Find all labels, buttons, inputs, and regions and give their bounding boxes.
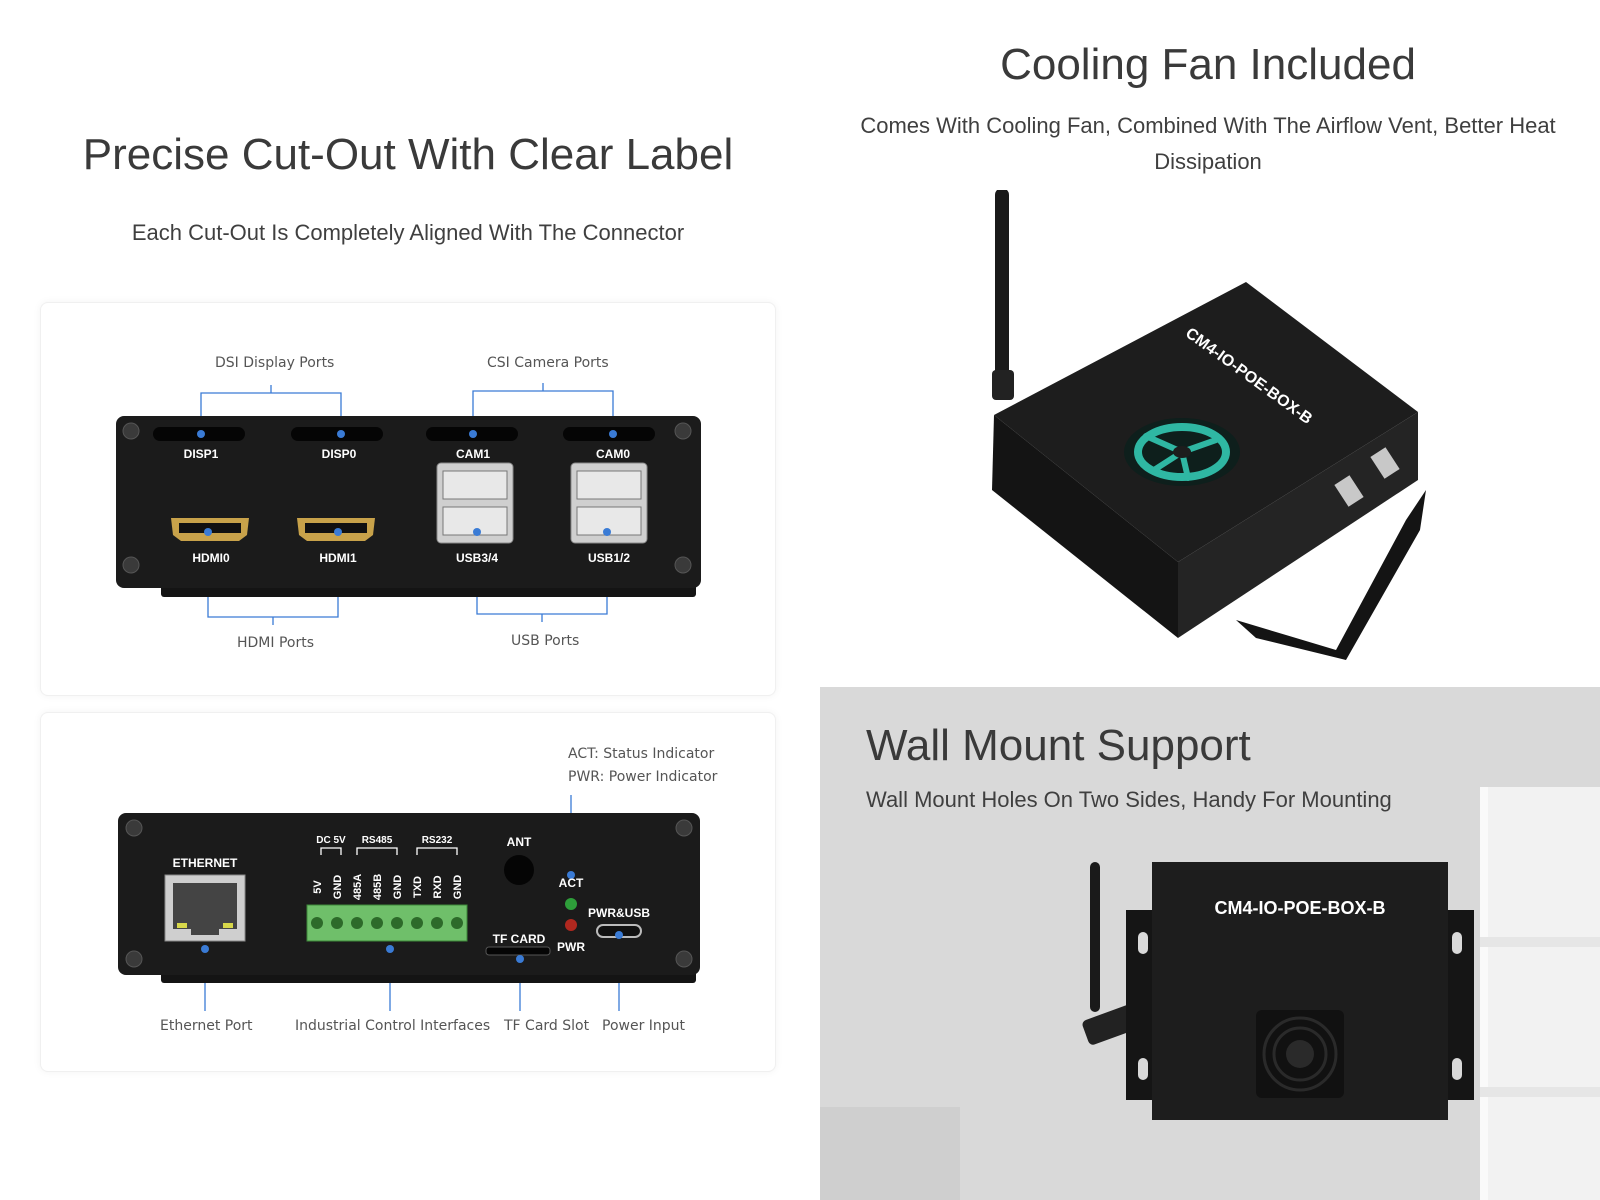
label-rs232: RS232 — [422, 835, 453, 846]
wall-mount-subtitle: Wall Mount Holes On Two Sides, Handy For… — [866, 787, 1392, 812]
label-hdmi1: HDMI1 — [319, 551, 357, 565]
label-usb34: USB3/4 — [456, 551, 498, 565]
label-pwrusb: PWR&USB — [588, 906, 650, 920]
callout-tf: TF Card Slot — [504, 1018, 590, 1034]
label-hdmi0: HDMI0 — [192, 551, 230, 565]
side-usb-ports — [1334, 447, 1400, 507]
pin-label-5v: 5V — [312, 880, 324, 894]
pin-label-gnd: GND — [332, 875, 344, 900]
wall-device-label: CM4-IO-POE-BOX-B — [1215, 898, 1386, 918]
wall-fan-icon — [1256, 1010, 1344, 1098]
front-panel-device: DISP1 DISP0 CAM1 CAM0 HDMI0 HDMI1 USB3/4… — [116, 383, 701, 625]
front-panel-card: DSI Display Ports CSI Camera Ports HDMI … — [40, 302, 776, 696]
label-tfcard: TF CARD — [493, 932, 546, 946]
tf-card-slot — [485, 946, 551, 956]
pin-label-rxd: RXD — [432, 875, 444, 898]
antenna-base — [992, 370, 1014, 400]
pin-group-brackets — [320, 847, 458, 855]
callout-dsi: DSI Display Ports — [215, 355, 335, 371]
wall-antenna-joint — [1082, 1004, 1140, 1045]
callout-industrial: Industrial Control Interfaces — [295, 1018, 491, 1034]
front-leader-dots — [197, 430, 617, 438]
fan-device-image: CM4-IO-POE-BOX-B — [992, 190, 1426, 660]
callout-act: ACT: Status Indicator — [568, 746, 715, 762]
rear-panel-card: ACT: Status Indicator PWR: Power Indicat… — [40, 712, 776, 1072]
rear-enclosure — [118, 813, 700, 975]
front-screws — [122, 422, 692, 574]
terminal-screws — [311, 917, 463, 929]
label-cam0: CAM0 — [596, 447, 630, 461]
pwr-led — [565, 919, 577, 931]
wall-mount-title: Wall Mount Support — [866, 721, 1251, 770]
callout-hdmi: HDMI Ports — [237, 635, 315, 651]
label-pwr: PWR — [557, 940, 585, 954]
pin-label-485b: 485B — [372, 874, 384, 900]
wall-mounted-device: CM4-IO-POE-BOX-B — [1082, 862, 1474, 1120]
front-face — [992, 415, 1178, 638]
callout-csi: CSI Camera Ports — [487, 355, 609, 371]
label-ethernet: ETHERNET — [173, 856, 238, 870]
act-led — [565, 898, 577, 910]
callout-usb: USB Ports — [511, 633, 580, 649]
label-disp0: DISP0 — [322, 447, 357, 461]
pin-label-txd: TXD — [412, 876, 424, 898]
label-ant: ANT — [507, 835, 532, 849]
pin-label-gnd-2: GND — [392, 875, 404, 900]
mount-ear — [1236, 490, 1426, 660]
front-bottom-dots — [204, 528, 611, 536]
shelf-board — [1480, 937, 1600, 947]
label-rs485: RS485 — [362, 835, 393, 846]
wall-mount-section: Wall Mount Support Wall Mount Holes On T… — [820, 687, 1600, 1200]
callout-pwr: PWR: Power Indicator — [568, 769, 718, 785]
left-title: Precise Cut-Out With Clear Label — [82, 130, 734, 179]
label-cam1: CAM1 — [456, 447, 490, 461]
usb-stacks — [436, 462, 648, 544]
wall-antenna — [1090, 862, 1100, 1012]
shelf-unit — [1480, 787, 1600, 1200]
label-act: ACT — [559, 876, 584, 890]
callout-ethernet: Ethernet Port — [160, 1018, 253, 1034]
pin-label-gnd-3: GND — [452, 875, 464, 900]
rear-screws — [125, 819, 693, 968]
right-top-title: Cooling Fan Included — [1000, 40, 1416, 89]
ethernet-jack — [164, 874, 246, 942]
antenna-hole — [504, 855, 534, 885]
front-enclosure — [116, 416, 701, 588]
label-disp1: DISP1 — [184, 447, 219, 461]
side-face — [1178, 412, 1418, 638]
floor-strip — [820, 1107, 960, 1200]
pin-label-485a: 485A — [352, 874, 364, 900]
right-top-subtitle: Comes With Cooling Fan, Combined With Th… — [860, 113, 1556, 174]
mount-holes — [1138, 932, 1462, 1080]
label-dc5v: DC 5V — [316, 835, 346, 846]
left-subtitle: Each Cut-Out Is Completely Aligned With … — [131, 220, 685, 245]
label-usb12: USB1/2 — [588, 551, 630, 565]
fan-icon — [1124, 418, 1240, 486]
shelf-board-2 — [1480, 1087, 1600, 1097]
rear-panel-device: ETHERNET DC 5V RS485 RS232 ANT ACT PWR P… — [118, 795, 700, 1011]
rear-leader-dots — [201, 871, 623, 963]
callout-power: Power Input — [602, 1018, 686, 1034]
